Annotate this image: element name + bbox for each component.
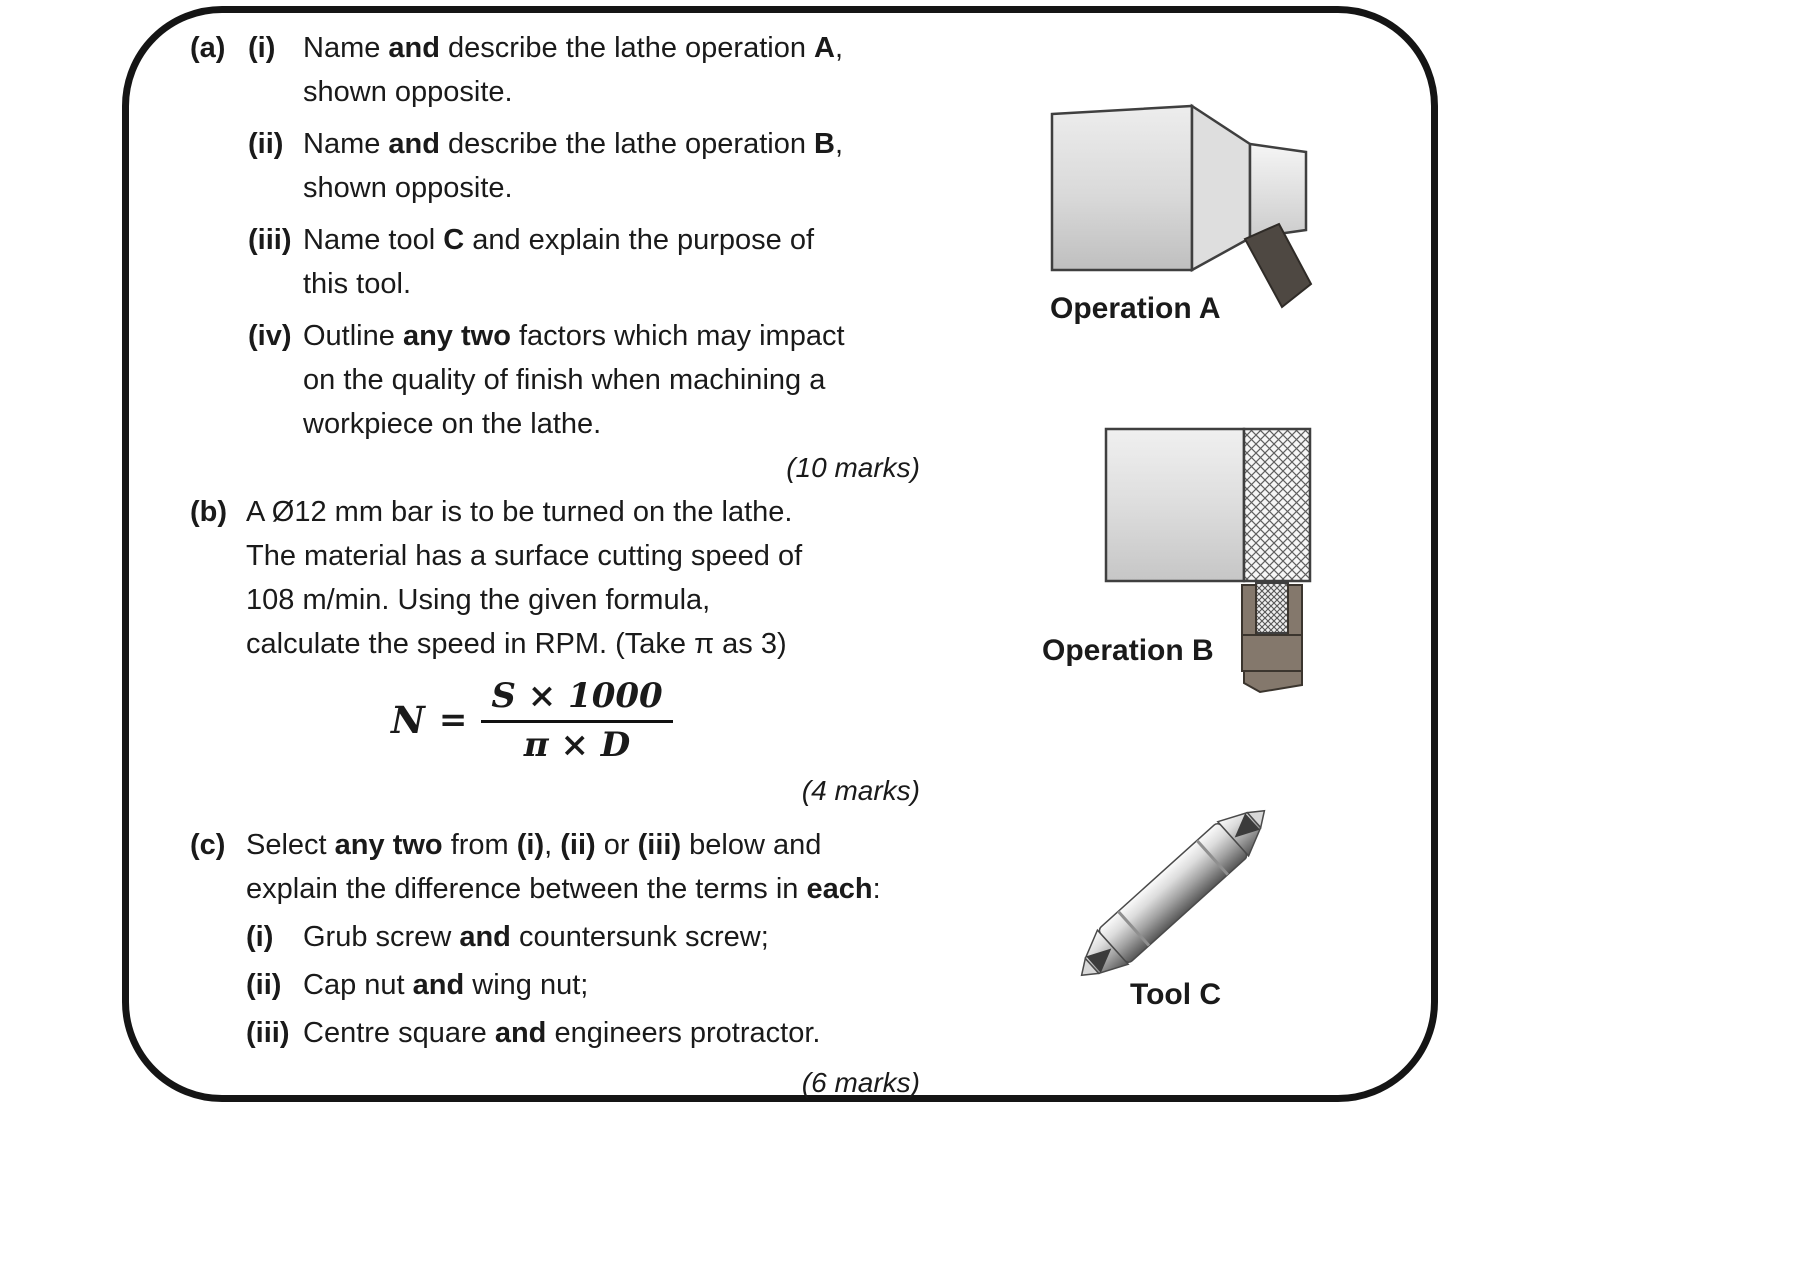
question-line: Name tool C and explain the purpose of [303,224,815,256]
tool-c-figure [1050,778,1296,1015]
item-c-iii-label: (iii) [246,1016,290,1049]
drill-tip-right [1245,809,1266,830]
drill-groove-right [1195,839,1229,876]
drill-flute-left [1086,948,1112,973]
drill-tip-left [1080,956,1101,977]
marks-part-c: (6 marks) [801,1066,920,1098]
tool-shank-b [1243,670,1303,694]
workpiece-a [1050,104,1194,272]
item-a-iv: (iv) Outline any two factors which may i… [248,314,845,446]
operation-a-figure [1046,98,1314,317]
question-line: Outline any two factors which may impact [303,320,845,352]
question-line: calculate the speed in RPM. (Take π as 3… [246,628,787,660]
question-line: explain the difference between the terms… [246,872,881,905]
formula-equals: = [438,699,468,740]
part-a: (a) (i) Name and describe the lathe oper… [190,26,920,446]
item-a-iv-label: (iv) [248,320,292,352]
operation-a-drawing [1050,103,1313,309]
rpm-formula: N = S × 1000 π × D [391,676,802,765]
centre-drill-body [1098,823,1248,963]
operation-a-label: Operation A [1050,292,1221,325]
question-line: Cap nut and wing nut; [303,968,589,1001]
marks-part-b: (4 marks) [801,774,920,806]
part-c: (c) Select any two from (i), (ii) or (ii… [190,823,920,1055]
question-line: Select any two from (i), (ii) or (iii) b… [246,828,822,861]
question-line: Name and describe the lathe operation A, [303,32,844,64]
item-a-i: (i) Name and describe the lathe operatio… [248,26,845,114]
operation-b-drawing [1104,427,1312,694]
knurled-section [1242,427,1312,583]
knurling-tool-holder [1241,584,1303,694]
item-a-ii-label: (ii) [248,128,284,160]
tool-c-label: Tool C [1130,978,1222,1011]
formula-lhs: N [391,698,425,743]
part-b-label: (b) [190,496,228,528]
tool-c-drawing [1080,809,1266,977]
knurl-wheel [1255,582,1289,634]
question-line: Name and describe the lathe operation B, [303,128,844,160]
holder-prong-left [1241,584,1257,638]
turned-end-a [1248,142,1308,240]
item-c-iii: (iii) Centre square and engineers protra… [246,1011,881,1055]
question-line: Centre square and engineers protractor. [303,1016,821,1049]
question-line: shown opposite. [303,76,513,108]
workpiece-b [1104,427,1246,583]
item-c-i-label: (i) [246,920,274,953]
drill-groove-left [1117,910,1151,947]
item-a-iii: (iii) Name tool C and explain the purpos… [248,218,845,306]
question-line: workpiece on the lathe. [303,408,602,440]
question-text: (a) (i) Name and describe the lathe oper… [190,26,920,1105]
formula-fraction: S × 1000 π × D [481,676,673,766]
question-line: A Ø12 mm bar is to be turned on the lath… [246,496,793,528]
item-c-ii-label: (ii) [246,968,282,1001]
operation-b-label: Operation B [1042,634,1214,667]
question-line: shown opposite. [303,172,513,204]
item-a-i-label: (i) [248,32,276,64]
question-line: The material has a surface cutting speed… [246,540,803,572]
formula-denominator: π × D [523,725,631,766]
question-line: 108 m/min. Using the given formula, [246,584,711,616]
item-a-ii: (ii) Name and describe the lathe operati… [248,122,845,210]
question-line: this tool. [303,268,411,300]
question-line: on the quality of finish when machining … [303,364,826,396]
formula-numerator: S × 1000 [481,676,673,724]
holder-prong-right [1287,584,1303,638]
part-c-label: (c) [190,828,226,861]
holder-body [1241,634,1303,672]
item-c-i: (i) Grub screw and countersunk screw; [246,915,881,959]
part-a-label: (a) [190,32,226,64]
drill-flute-right [1234,813,1260,838]
cutting-tool-a [1243,222,1313,309]
item-c-ii: (ii) Cap nut and wing nut; [246,963,881,1007]
question-border [122,6,1438,1102]
question-line: Grub screw and countersunk screw; [303,920,769,953]
taper-face-a [1190,103,1252,273]
part-b: (b) A Ø12 mm bar is to be turned on the … [190,490,920,769]
item-a-iii-label: (iii) [248,224,292,256]
operation-b-figure [1103,426,1315,701]
marks-part-a: (10 marks) [786,452,920,483]
